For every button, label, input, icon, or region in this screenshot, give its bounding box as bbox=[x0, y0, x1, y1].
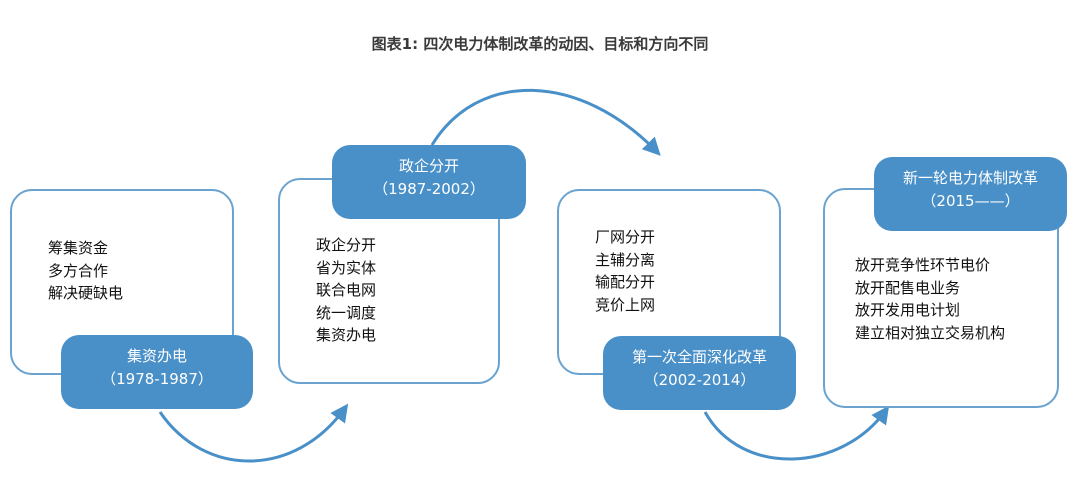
stage-2-item: 省为实体 bbox=[316, 258, 377, 277]
stage-4-badge: 新一轮电力体制改革 （2015——） bbox=[874, 157, 1067, 231]
stage-3-item: 主辅分离 bbox=[595, 250, 656, 269]
stage-4-item: 放开竞争性环节电价 bbox=[855, 256, 991, 274]
figure-title: 图表1: 四次电力体制改革的动因、目标和方向不同 bbox=[371, 35, 709, 53]
stage-2-items: 政企分开 省为实体 联合电网 统一调度 集资办电 bbox=[316, 234, 376, 347]
stage-4-items: 放开竞争性环节电价 放开配售电业务 放开发用电计划 建立相对独立交易机构 bbox=[855, 254, 1005, 344]
stage-2-item: 联合电网 bbox=[316, 281, 377, 299]
stage-4-name: 新一轮电力体制改革 bbox=[902, 169, 1038, 187]
stage-1-items: 筹集资金 多方合作 解决硬缺电 bbox=[48, 237, 123, 305]
stage-3-period: （2002-2014） bbox=[643, 371, 756, 389]
stage-3-badge: 第一次全面深化改革 （2002-2014） bbox=[603, 336, 796, 410]
stage-3-item: 输配分开 bbox=[595, 273, 656, 291]
stage-2-item: 集资办电 bbox=[316, 326, 377, 344]
arrow-stage1-to-stage2 bbox=[158, 403, 349, 463]
arrow-stage2-to-stage3 bbox=[430, 88, 661, 156]
stage-1-name: 集资办电 bbox=[126, 347, 187, 365]
stage-4-item: 建立相对独立交易机构 bbox=[855, 323, 1006, 342]
stage-4-period: （2015——） bbox=[921, 192, 1020, 210]
stage-3-item: 竞价上网 bbox=[595, 295, 656, 314]
arrow-stage3-to-stage4 bbox=[703, 405, 890, 461]
stage-2-item: 政企分开 bbox=[316, 236, 377, 254]
stage-1-item: 解决硬缺电 bbox=[48, 284, 124, 302]
stage-1-item: 筹集资金 bbox=[48, 239, 109, 257]
stage-1-item: 多方合作 bbox=[48, 261, 109, 280]
stage-3-item: 厂网分开 bbox=[595, 228, 656, 246]
stage-4-item: 放开发用电计划 bbox=[855, 301, 961, 319]
stage-2-badge: 政企分开 （1987-2002） bbox=[332, 145, 526, 219]
stage-2-name: 政企分开 bbox=[398, 157, 459, 175]
stage-3-items: 厂网分开 主辅分离 输配分开 竞价上网 bbox=[595, 226, 655, 316]
stage-1-period: （1978-1987） bbox=[101, 370, 213, 388]
stage-4-item: 放开配售电业务 bbox=[855, 278, 961, 297]
stage-3-name: 第一次全面深化改革 bbox=[631, 348, 767, 366]
stage-1-badge: 集资办电 （1978-1987） bbox=[61, 335, 253, 409]
stage-2-period: （1987-2002） bbox=[373, 180, 485, 198]
stage-2-item: 统一调度 bbox=[316, 303, 377, 322]
